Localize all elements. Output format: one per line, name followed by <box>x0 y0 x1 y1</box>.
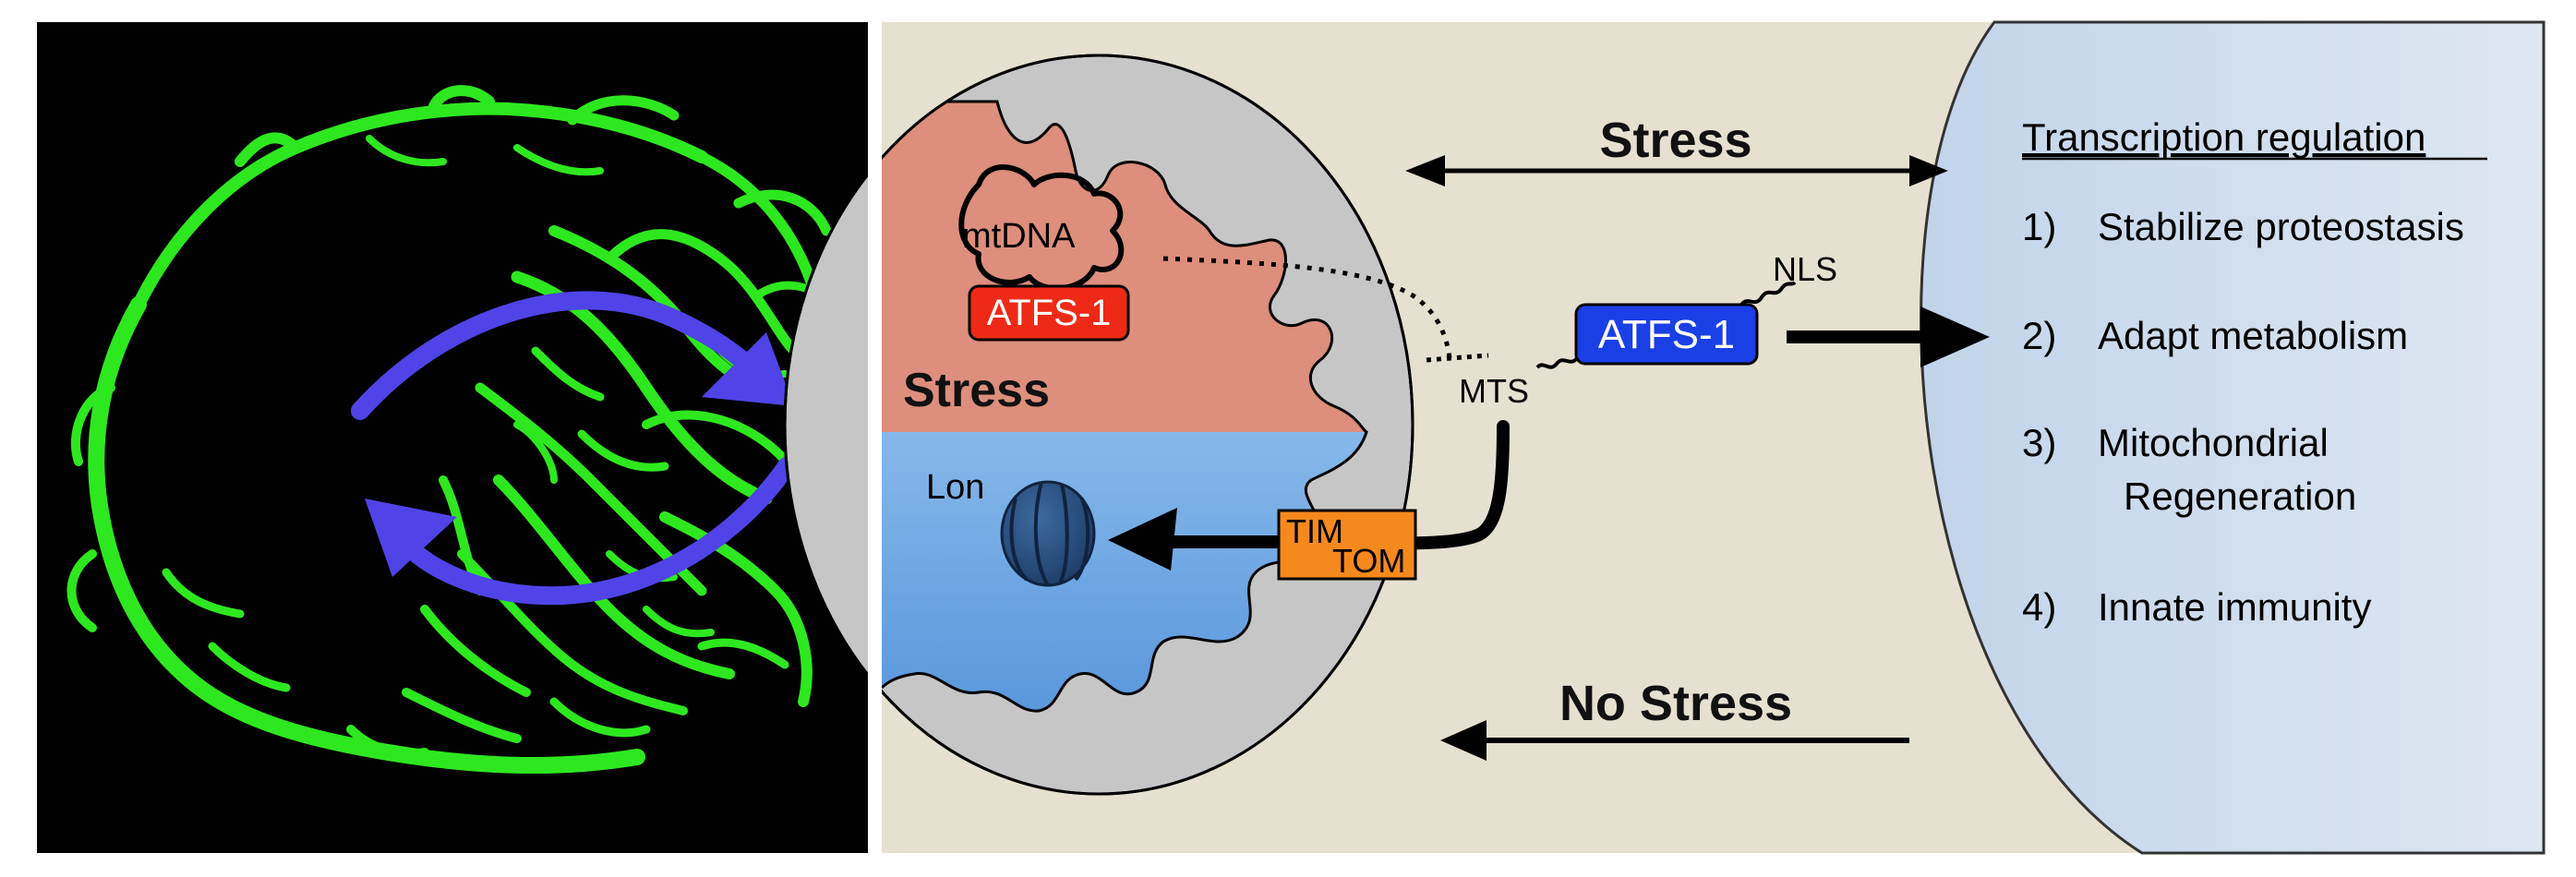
item-4-text: Innate immunity <box>2098 585 2371 629</box>
nuclear-import-arrow-head <box>1920 306 1990 367</box>
tim-tom-box <box>1277 509 1417 581</box>
mts-label: MTS <box>1459 372 1529 410</box>
schematic-panel: mtDNA ATFS-1 Stress Lon TIM TOM MTS ATFS… <box>783 20 2546 855</box>
outer-membrane-outline <box>783 54 1414 796</box>
atfs1-cytosol-label: ATFS-1 <box>1598 312 1735 357</box>
tim-label: TIM <box>1286 512 1343 550</box>
upper-arrow-shaft <box>351 291 766 420</box>
item-3-number: 3) <box>2022 421 2056 464</box>
item-2-text: Adapt metabolism <box>2098 314 2408 357</box>
stress-matrix-label: Stress <box>903 364 1050 417</box>
mtdna-blob <box>958 164 1125 292</box>
upper-arrow-head <box>702 332 794 406</box>
lon-protease-icon <box>1000 480 1096 587</box>
inhibition-bar <box>1426 353 1489 363</box>
item-1-text: Stabilize proteostasis <box>2098 205 2464 248</box>
mtdna-label: mtDNA <box>962 217 1076 256</box>
nls-label: NLS <box>1773 250 1837 288</box>
lower-arrow-shaft <box>397 457 796 606</box>
item-3-text-line2: Regeneration <box>2124 475 2356 518</box>
stress-arrow-left-head <box>1405 155 1445 186</box>
nucleus <box>1920 20 2546 855</box>
item-3-text: Mitochondrial <box>2098 421 2329 464</box>
atfs1-matrix-box <box>968 284 1130 342</box>
atfs1-matrix-label: ATFS-1 <box>987 293 1112 333</box>
no-stress-arrow-label: No Stress <box>1559 676 1792 731</box>
stress-arrow-right-head <box>1909 155 1948 186</box>
inhibition-line <box>1162 256 1452 359</box>
atfs1-cytosol-box <box>1574 303 1759 366</box>
tom-label: TOM <box>1332 542 1405 580</box>
mitochondrion <box>783 22 1414 853</box>
inner-membrane <box>880 100 1368 713</box>
stress-arrow-label: Stress <box>1599 113 1751 168</box>
item-4-number: 4) <box>2022 585 2056 629</box>
item-1-number: 1) <box>2022 205 2056 248</box>
matrix-unstressed <box>882 432 1366 712</box>
fusion-fission-arrows <box>351 291 796 606</box>
nls-linker <box>1739 281 1797 306</box>
import-arrow-head <box>1108 508 1177 571</box>
microscopy-background <box>37 22 872 853</box>
matrix-stressed <box>882 102 1366 432</box>
lon-label: Lon <box>926 468 984 507</box>
no-stress-arrow-head <box>1440 720 1487 761</box>
item-2-number: 2) <box>2022 314 2056 357</box>
panel-left-edge <box>868 22 882 853</box>
transcription-heading: Transcription regulation <box>2022 115 2426 159</box>
lower-arrow-head <box>365 499 457 577</box>
microscopy-panel <box>37 22 872 853</box>
